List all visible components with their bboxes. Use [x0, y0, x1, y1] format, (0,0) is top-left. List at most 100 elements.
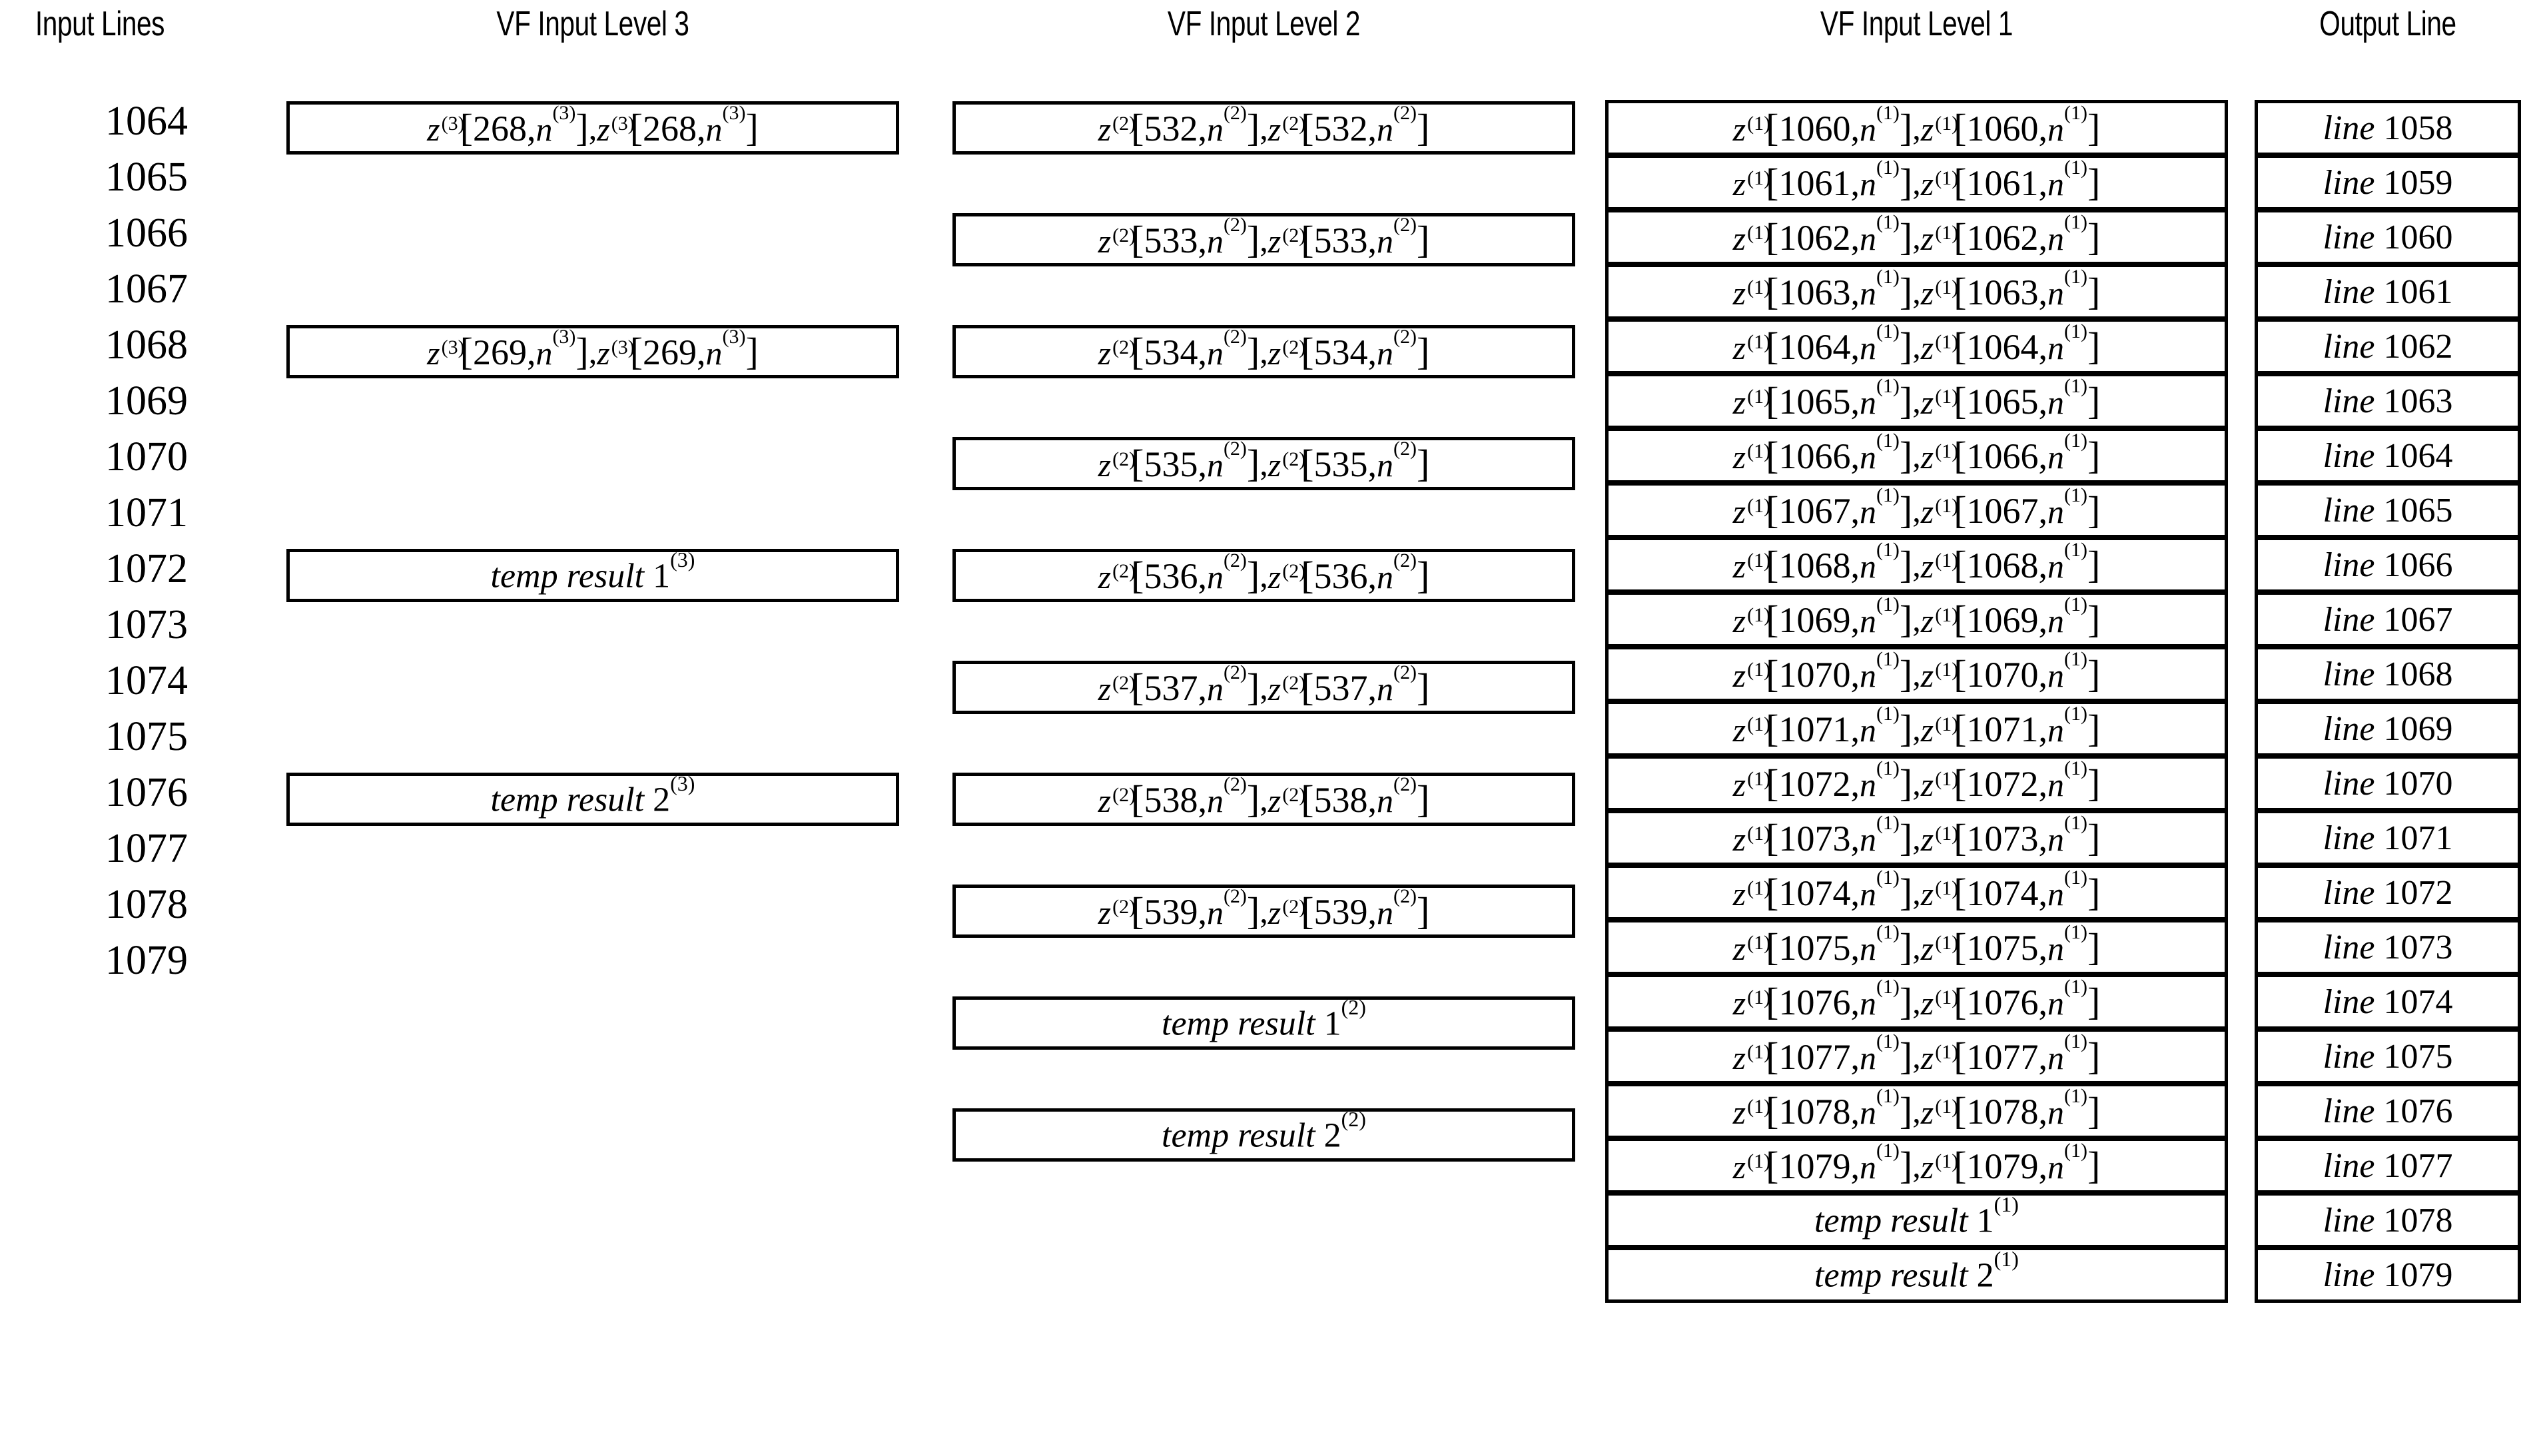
output-line-box: line 1065 [2255, 482, 2521, 538]
level-2-empty-slot [952, 717, 1575, 773]
level-3-empty-slot [286, 493, 899, 549]
level-1-coefficient-box: z(1)LH[1066,n(1)], z(1)LL[1066,n(1)] [1605, 428, 2228, 484]
level-1-coefficient-box: z(1)LH[1067,n(1)], z(1)LL[1067,n(1)] [1605, 482, 2228, 538]
level-2-temp-result-box: temp result 1(2) [952, 996, 1575, 1050]
level-3-empty-slot [286, 1276, 899, 1332]
header-input-lines: Input Lines [35, 5, 165, 43]
level-3-empty-slot [286, 1108, 899, 1164]
output-line-box: line 1066 [2255, 537, 2521, 593]
input-line-number: 1079 [105, 938, 188, 983]
level-1-coefficient-box: z(1)LH[1078,n(1)], z(1)LL[1078,n(1)] [1605, 1083, 2228, 1139]
level-3-empty-slot [286, 1220, 899, 1276]
output-line-box: line 1076 [2255, 1083, 2521, 1139]
level-3-empty-slot [286, 661, 899, 717]
level-3-empty-slot [286, 269, 899, 325]
level-2-coefficient-box: z(2)LH[532,n(2)], z(2)LL[532,n(2)] [952, 101, 1575, 155]
level-1-coefficient-box: z(1)LH[1076,n(1)], z(1)LL[1076,n(1)] [1605, 974, 2228, 1030]
level-1-coefficient-box: z(1)LH[1070,n(1)], z(1)LL[1070,n(1)] [1605, 646, 2228, 702]
input-line-number: 1075 [105, 714, 188, 759]
level-3-empty-slot [286, 1164, 899, 1220]
level-3-coefficient-box: z(3)LH[268,n(3)], z(3)LL[268,n(3)] [286, 101, 899, 155]
level-2-empty-slot [952, 157, 1575, 213]
vf-input-level-3-column: z(3)LH[268,n(3)], z(3)LL[268,n(3)] z(3)HH… [286, 101, 899, 1332]
level-1-coefficient-box: z(1)LH[1060,n(1)], z(1)LL[1060,n(1)] [1605, 100, 2228, 156]
level-1-coefficient-box: z(1)HH[1077,n(1)], z(1)HL[1077,n(1)] [1605, 1028, 2228, 1084]
level-1-coefficient-box: z(1)LH[1061,n(1)], z(1)LL[1061,n(1)] [1605, 155, 2228, 210]
level-2-coefficient-box: z(2)HH[539,n(2)], z(2)HL[539,n(2)] [952, 885, 1575, 938]
output-line-box: line 1068 [2255, 646, 2521, 702]
output-line-box: line 1058 [2255, 100, 2521, 156]
header-vf-input-level-3: VF Input Level 3 [496, 5, 689, 43]
vf-input-level-2-column: z(2)LH[532,n(2)], z(2)LL[532,n(2)] z(2)HH… [952, 101, 1575, 1332]
output-line-box: line 1073 [2255, 919, 2521, 975]
level-2-empty-slot [952, 1052, 1575, 1108]
level-1-coefficient-box: z(1)HH[1071,n(1)], z(1)HL[1071,n(1)] [1605, 701, 2228, 757]
level-2-empty-slot [952, 1220, 1575, 1276]
level-3-empty-slot [286, 996, 899, 1052]
level-1-coefficient-box: z(1)LH[1072,n(1)], z(1)LL[1072,n(1)] [1605, 755, 2228, 811]
header-output-line: Output Line [2319, 5, 2456, 43]
input-line-number: 1070 [105, 434, 188, 480]
level-2-coefficient-box: z(2)LH[536,n(2)], z(2)LL[536,n(2)] [952, 549, 1575, 602]
level-2-coefficient-box: z(2)LH[534,n(2)], z(2)LL[534,n(2)] [952, 325, 1575, 378]
level-2-empty-slot [952, 940, 1575, 996]
input-line-number: 1073 [105, 602, 188, 647]
level-2-empty-slot [952, 1164, 1575, 1220]
output-line-box: line 1069 [2255, 701, 2521, 757]
input-line-number: 1069 [105, 378, 188, 424]
output-line-box: line 1063 [2255, 373, 2521, 429]
level-1-coefficient-box: z(1)HH[1075,n(1)], z(1)HL[1075,n(1)] [1605, 919, 2228, 975]
level-2-empty-slot [952, 269, 1575, 325]
level-1-coefficient-box: z(1)HH[1073,n(1)], z(1)HL[1073,n(1)] [1605, 810, 2228, 866]
level-2-coefficient-box: z(2)LH[538,n(2)], z(2)LL[538,n(2)] [952, 773, 1575, 826]
level-1-coefficient-box: z(1)LH[1065,n(1)], z(1)LL[1065,n(1)] [1605, 373, 2228, 429]
level-1-temp-result-box: temp result 1(1) [1605, 1192, 2228, 1248]
level-2-coefficient-box: z(2)HH[537,n(2)], z(2)HL[537,n(2)] [952, 661, 1575, 714]
level-3-empty-slot [286, 717, 899, 773]
level-3-empty-slot [286, 381, 899, 437]
level-2-empty-slot [952, 381, 1575, 437]
output-line-box: line 1059 [2255, 155, 2521, 210]
level-3-empty-slot [286, 885, 899, 940]
vf-input-level-1-column: z(1)LH[1060,n(1)], z(1)LL[1060,n(1)]z(1)… [1605, 100, 2228, 1303]
output-line-box: line 1062 [2255, 318, 2521, 374]
output-line-box: line 1072 [2255, 865, 2521, 920]
input-line-number: 1066 [105, 210, 188, 256]
input-line-number: 1067 [105, 266, 188, 312]
level-3-empty-slot [286, 157, 899, 213]
header-vf-input-level-2: VF Input Level 2 [1167, 5, 1361, 43]
output-line-box: line 1074 [2255, 974, 2521, 1030]
level-1-coefficient-box: z(1)LH[1062,n(1)], z(1)LL[1062,n(1)] [1605, 209, 2228, 265]
level-2-temp-result-box: temp result 2(2) [952, 1108, 1575, 1162]
output-line-box: line 1075 [2255, 1028, 2521, 1084]
output-line-box: line 1067 [2255, 591, 2521, 647]
level-3-empty-slot [286, 1052, 899, 1108]
level-2-empty-slot [952, 1276, 1575, 1332]
level-3-empty-slot [286, 437, 899, 493]
level-3-temp-result-box: temp result 1(3) [286, 549, 899, 602]
level-3-coefficient-box: z(3)HH[269,n(3)], z(3)HL[269,n(3)] [286, 325, 899, 378]
level-1-coefficient-box: z(1)LH[1068,n(1)], z(1)LL[1068,n(1)] [1605, 537, 2228, 593]
level-3-empty-slot [286, 213, 899, 269]
level-2-coefficient-box: z(2)HH[535,n(2)], z(2)HL[535,n(2)] [952, 437, 1575, 490]
level-2-coefficient-box: z(2)HH[533,n(2)], z(2)HL[533,n(2)] [952, 213, 1575, 266]
output-line-box: line 1077 [2255, 1138, 2521, 1194]
level-2-empty-slot [952, 829, 1575, 885]
level-3-empty-slot [286, 940, 899, 996]
output-line-box: line 1064 [2255, 428, 2521, 484]
level-1-coefficient-box: z(1)HH[1079,n(1)], z(1)HL[1079,n(1)] [1605, 1138, 2228, 1194]
input-line-number: 1072 [105, 546, 188, 591]
input-line-number: 1064 [105, 99, 188, 144]
input-line-number: 1068 [105, 322, 188, 368]
level-1-coefficient-box: z(1)LH[1074,n(1)], z(1)LL[1074,n(1)] [1605, 865, 2228, 920]
level-1-coefficient-box: z(1)LH[1064,n(1)], z(1)LL[1064,n(1)] [1605, 318, 2228, 374]
input-line-number: 1076 [105, 770, 188, 815]
input-line-number: 1078 [105, 882, 188, 927]
output-line-box: line 1061 [2255, 264, 2521, 320]
level-3-empty-slot [286, 605, 899, 661]
level-2-empty-slot [952, 493, 1575, 549]
output-line-box: line 1079 [2255, 1247, 2521, 1303]
input-line-number: 1071 [105, 490, 188, 536]
